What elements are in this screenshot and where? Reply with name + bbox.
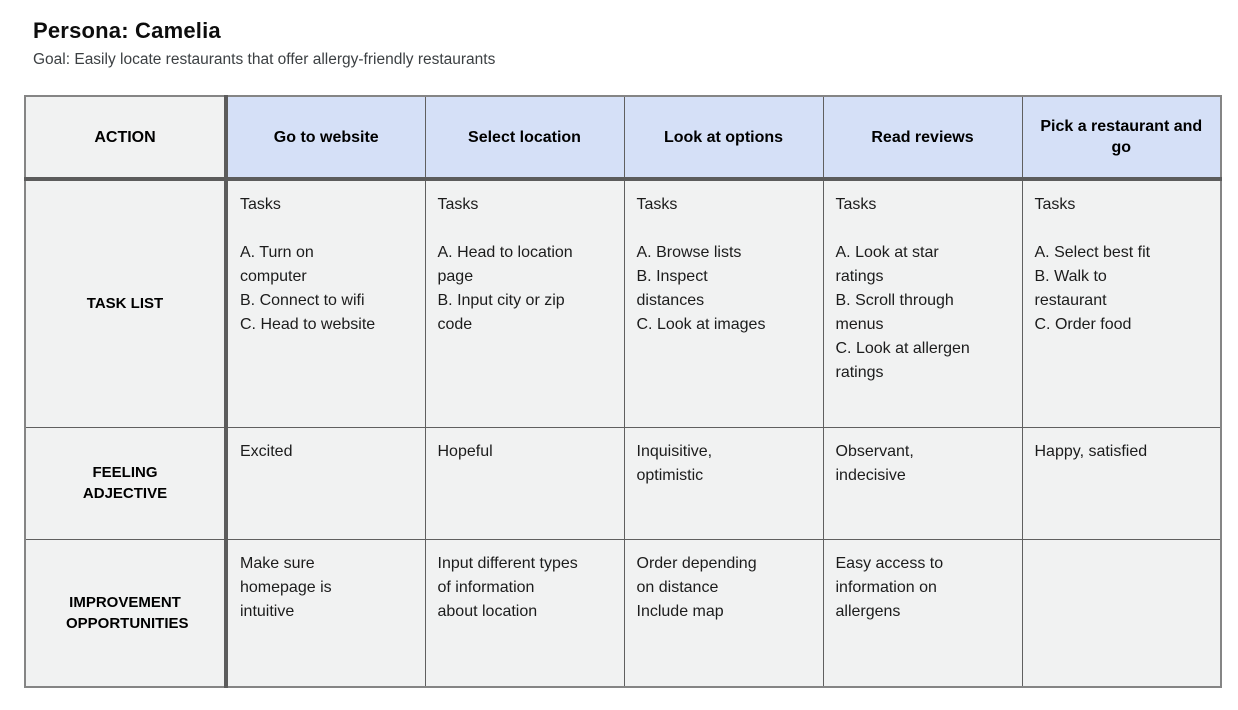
tasks-heading: Tasks bbox=[636, 196, 678, 213]
task-cell-pick-restaurant: Tasks A. Select best fit B. Walk to rest… bbox=[1021, 178, 1222, 428]
corner-label: ACTION bbox=[94, 128, 156, 146]
row-label-text: TASK LIST bbox=[86, 295, 164, 313]
task-line: C. Order food bbox=[1034, 316, 1132, 333]
row-label-improvement-opportunities: IMPROVEMENT OPPORTUNITIES bbox=[24, 538, 228, 688]
column-header-look-at-options: Look at options bbox=[623, 95, 824, 181]
feeling-text: Hopeful bbox=[437, 442, 493, 460]
tasks-heading: Tasks bbox=[240, 196, 281, 213]
improvement-line: Include map bbox=[636, 602, 724, 620]
improvement-cell-select-location: Input different types of information abo… bbox=[424, 538, 625, 688]
task-line: B. Input city or zip code bbox=[437, 292, 565, 333]
task-line: B. Scroll through menus bbox=[835, 292, 954, 333]
task-line: A. Turn on computer bbox=[240, 244, 314, 285]
feeling-text: Excited bbox=[240, 442, 293, 460]
feeling-cell-pick-restaurant: Happy, satisfied bbox=[1021, 426, 1222, 540]
task-line: A. Browse lists bbox=[636, 244, 742, 261]
column-header-label: Go to website bbox=[273, 128, 379, 146]
improvement-line: Make sure homepage is intuitive bbox=[240, 554, 332, 620]
task-line: A. Head to location page bbox=[437, 244, 573, 285]
page-goal: Goal: Easily locate restaurants that off… bbox=[33, 51, 496, 68]
column-header-read-reviews: Read reviews bbox=[822, 95, 1023, 181]
column-header-pick-restaurant: Pick a restaurant and go bbox=[1021, 95, 1222, 181]
column-header-label: Look at options bbox=[663, 128, 784, 146]
improvement-line: Easy access to information on allergens bbox=[835, 554, 944, 620]
feeling-cell-select-location: Hopeful bbox=[424, 426, 625, 540]
column-header-select-location: Select location bbox=[424, 95, 625, 181]
task-line: C. Look at images bbox=[636, 316, 766, 333]
task-line: A. Look at star ratings bbox=[835, 244, 939, 285]
column-header-label: Read reviews bbox=[871, 128, 974, 146]
task-cell-go-to-website: Tasks A. Turn on computer B. Connect to … bbox=[225, 178, 426, 428]
corner-cell-action: ACTION bbox=[24, 95, 228, 181]
task-line: C. Head to website bbox=[240, 316, 376, 333]
row-label-text: FEELING ADJECTIVE bbox=[82, 464, 168, 502]
improvement-line: Order depending on distance bbox=[636, 554, 757, 596]
feeling-adjective-row: FEELING ADJECTIVE Excited Hopeful Inquis… bbox=[24, 426, 1222, 540]
task-line: B. Connect to wifi bbox=[240, 292, 365, 309]
column-header-label: Pick a restaurant and go bbox=[1040, 118, 1203, 156]
row-label-task-list: TASK LIST bbox=[24, 178, 228, 428]
task-line: B. Inspect distances bbox=[636, 268, 708, 309]
improvement-cell-go-to-website: Make sure homepage is intuitive bbox=[225, 538, 426, 688]
feeling-cell-look-at-options: Inquisitive, optimistic bbox=[623, 426, 824, 540]
tasks-heading: Tasks bbox=[835, 196, 877, 213]
feeling-cell-go-to-website: Excited bbox=[225, 426, 426, 540]
task-list-row: TASK LIST Tasks A. Turn on computer B. C… bbox=[24, 178, 1222, 428]
feeling-text: Inquisitive, optimistic bbox=[636, 442, 713, 484]
column-header-go-to-website: Go to website bbox=[225, 95, 426, 181]
persona-document: Persona: Camelia Goal: Easily locate res… bbox=[24, 18, 1222, 688]
improvement-opportunities-row: IMPROVEMENT OPPORTUNITIES Make sure home… bbox=[24, 538, 1222, 688]
task-line: C. Look at allergen ratings bbox=[835, 340, 970, 381]
improvement-cell-pick-restaurant bbox=[1021, 538, 1222, 688]
improvement-cell-read-reviews: Easy access to information on allergens bbox=[822, 538, 1023, 688]
page-title: Persona: Camelia bbox=[33, 18, 221, 43]
tasks-heading: Tasks bbox=[1034, 196, 1076, 213]
improvement-cell-look-at-options: Order depending on distance Include map bbox=[623, 538, 824, 688]
task-line: A. Select best fit bbox=[1034, 244, 1151, 261]
task-cell-select-location: Tasks A. Head to location page B. Input … bbox=[424, 178, 625, 428]
task-line: B. Walk to restaurant bbox=[1034, 268, 1107, 309]
tasks-heading: Tasks bbox=[437, 196, 479, 213]
action-header-row: ACTION Go to website Select location Loo… bbox=[24, 95, 1222, 181]
journey-map-table: ACTION Go to website Select location Loo… bbox=[24, 95, 1222, 688]
row-label-text: IMPROVEMENT OPPORTUNITIES bbox=[66, 593, 189, 632]
task-cell-read-reviews: Tasks A. Look at star ratings B. Scroll … bbox=[822, 178, 1023, 428]
feeling-text: Observant, indecisive bbox=[835, 442, 914, 484]
improvement-line: Input different types of information abo… bbox=[437, 554, 578, 620]
feeling-text: Happy, satisfied bbox=[1034, 442, 1148, 460]
task-cell-look-at-options: Tasks A. Browse lists B. Inspect distanc… bbox=[623, 178, 824, 428]
feeling-cell-read-reviews: Observant, indecisive bbox=[822, 426, 1023, 540]
row-label-feeling-adjective: FEELING ADJECTIVE bbox=[24, 426, 228, 540]
column-header-label: Select location bbox=[468, 128, 581, 146]
